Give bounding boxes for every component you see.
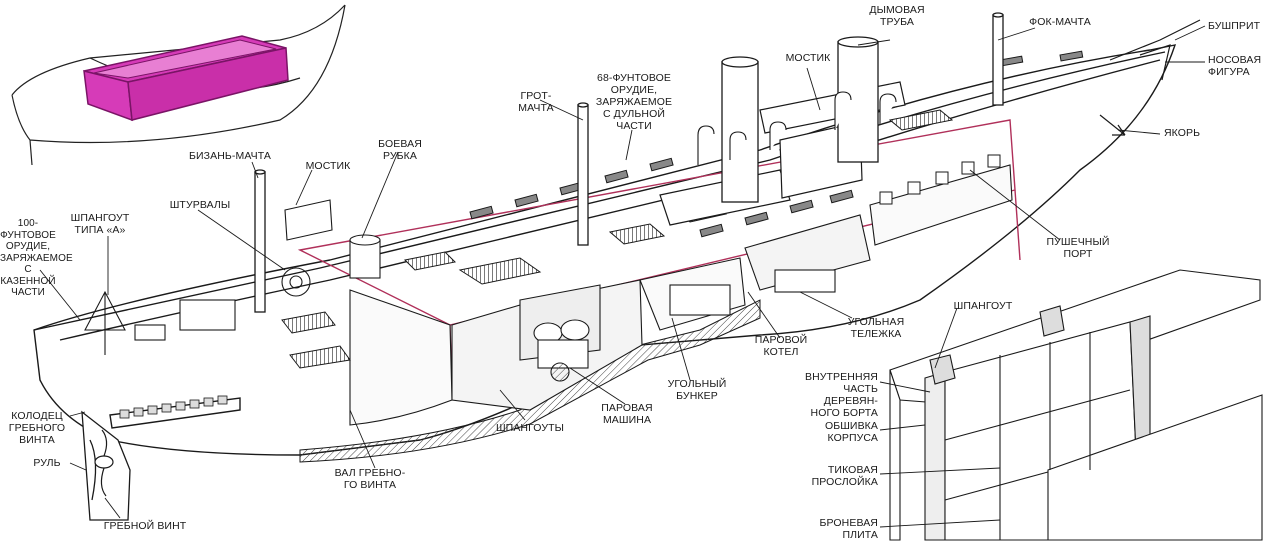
conning-tower (281, 199, 381, 297)
label-anchor: ЯКОРЬ (1164, 127, 1201, 139)
label-bridge-front: МОСТИК (785, 52, 831, 64)
inset-citadel-highlight (83, 35, 289, 122)
masts (254, 12, 1004, 313)
bottom-frames (299, 299, 761, 463)
label-gun-port: ПУШЕЧНЫЙ ПОРТ (1046, 236, 1110, 260)
label-wheels: ШТУРВАЛЫ (169, 199, 231, 211)
label-inner-side: ВНУТРЕННЯЯ ЧАСТЬ ДЕРЕВЯН- НОГО БОРТА (804, 371, 878, 419)
label-hull-plating: ОБШИВКА КОРПУСА (824, 420, 878, 444)
label-funnel: ДЫМОВАЯ ТРУБА (869, 4, 925, 28)
label-shaft: ВАЛ ГРЕБНО- ГО ВИНТА (334, 467, 406, 491)
deck-guns (469, 50, 1084, 238)
gun-ports (879, 154, 1001, 205)
label-conning-tower: БОЕВАЯ РУБКА (378, 138, 422, 162)
leader-lines (39, 25, 1206, 528)
label-frame: ШПАНГОУТ (953, 300, 1013, 312)
label-teak-layer: ТИКОВАЯ ПРОСЛОЙКА (811, 464, 878, 488)
bow (1099, 19, 1201, 136)
label-armor-plate: БРОНЕВАЯ ПЛИТА (819, 517, 878, 541)
label-bowsprit: БУШПРИТ (1208, 20, 1261, 32)
label-mainmast: ГРОТ-МАЧТА (518, 90, 554, 114)
ventilators (697, 91, 897, 165)
label-gun-100: 100-ФУНТОВОЕ ОРУДИЕ, ЗАРЯЖАЕМОЕ С КАЗЕНН… (0, 218, 73, 298)
label-propeller: ГРЕБНОЙ ВИНТ (103, 520, 187, 532)
label-boiler: ПАРОВОЙ КОТЕЛ (754, 334, 808, 358)
label-figurehead: НОСОВАЯ ФИГУРА (1208, 54, 1262, 78)
propeller (94, 429, 114, 497)
label-rudder: РУЛЬ (33, 457, 61, 469)
funnels (721, 36, 879, 203)
stern-windows (119, 395, 228, 419)
label-screw-well: КОЛОДЕЦ ГРЕБНОГО ВИНТА (8, 410, 66, 446)
label-frame-a: ШПАНГОУТ ТИПА «А» (70, 212, 130, 236)
label-foremast: ФОК-МАЧТА (1029, 16, 1091, 28)
label-coal-bunker: УГОЛЬНЫЙ БУНКЕР (667, 378, 727, 402)
interior-compartments (349, 164, 1013, 426)
stern-gun (84, 290, 236, 355)
label-bridge-rear: МОСТИК (305, 160, 351, 172)
label-coal-cart: УГОЛЬНАЯ ТЕЛЕЖКА (847, 316, 905, 340)
label-frames: ШПАНГОУТЫ (495, 422, 565, 434)
label-steam-engine: ПАРОВАЯ МАШИНА (601, 402, 653, 426)
label-gun-68: 68-ФУНТОВОЕ ОРУДИЕ, ЗАРЯЖАЕМОЕ С ДУЛЬНОЙ… (595, 72, 673, 132)
armor-detail (889, 269, 1263, 541)
label-mizzenmast: БИЗАНЬ-МАЧТА (189, 150, 271, 162)
